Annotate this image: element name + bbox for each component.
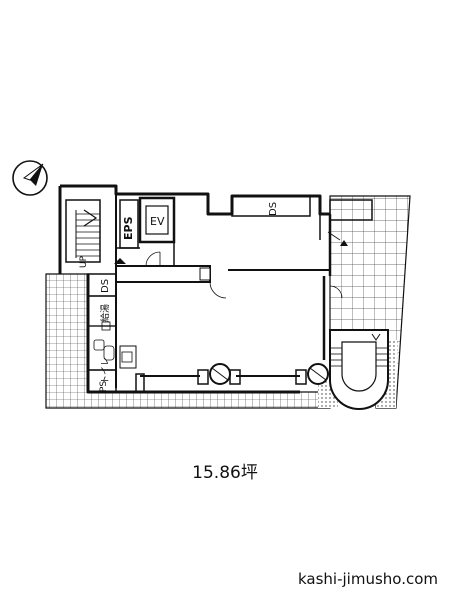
left-stair xyxy=(65,199,101,263)
toilet-label: トイレ xyxy=(101,357,111,384)
eps-label: EPS xyxy=(122,216,135,240)
ev-label: EV xyxy=(150,215,165,228)
column-2 xyxy=(307,363,329,385)
up-label: UP xyxy=(79,255,89,268)
ps-label: PS xyxy=(99,381,109,392)
site-watermark: kashi-jimusho.com xyxy=(297,570,438,588)
column-1 xyxy=(209,363,231,385)
ds-top-label: DS xyxy=(268,202,279,216)
spiral-stair xyxy=(329,329,389,410)
elevator: EV xyxy=(138,196,176,244)
ds-left-label: DS xyxy=(100,279,111,293)
north-arrow-icon xyxy=(12,160,48,196)
floor-area-label: 15.86坪 xyxy=(192,463,258,483)
kyutou-label: 給湯 xyxy=(99,304,111,322)
